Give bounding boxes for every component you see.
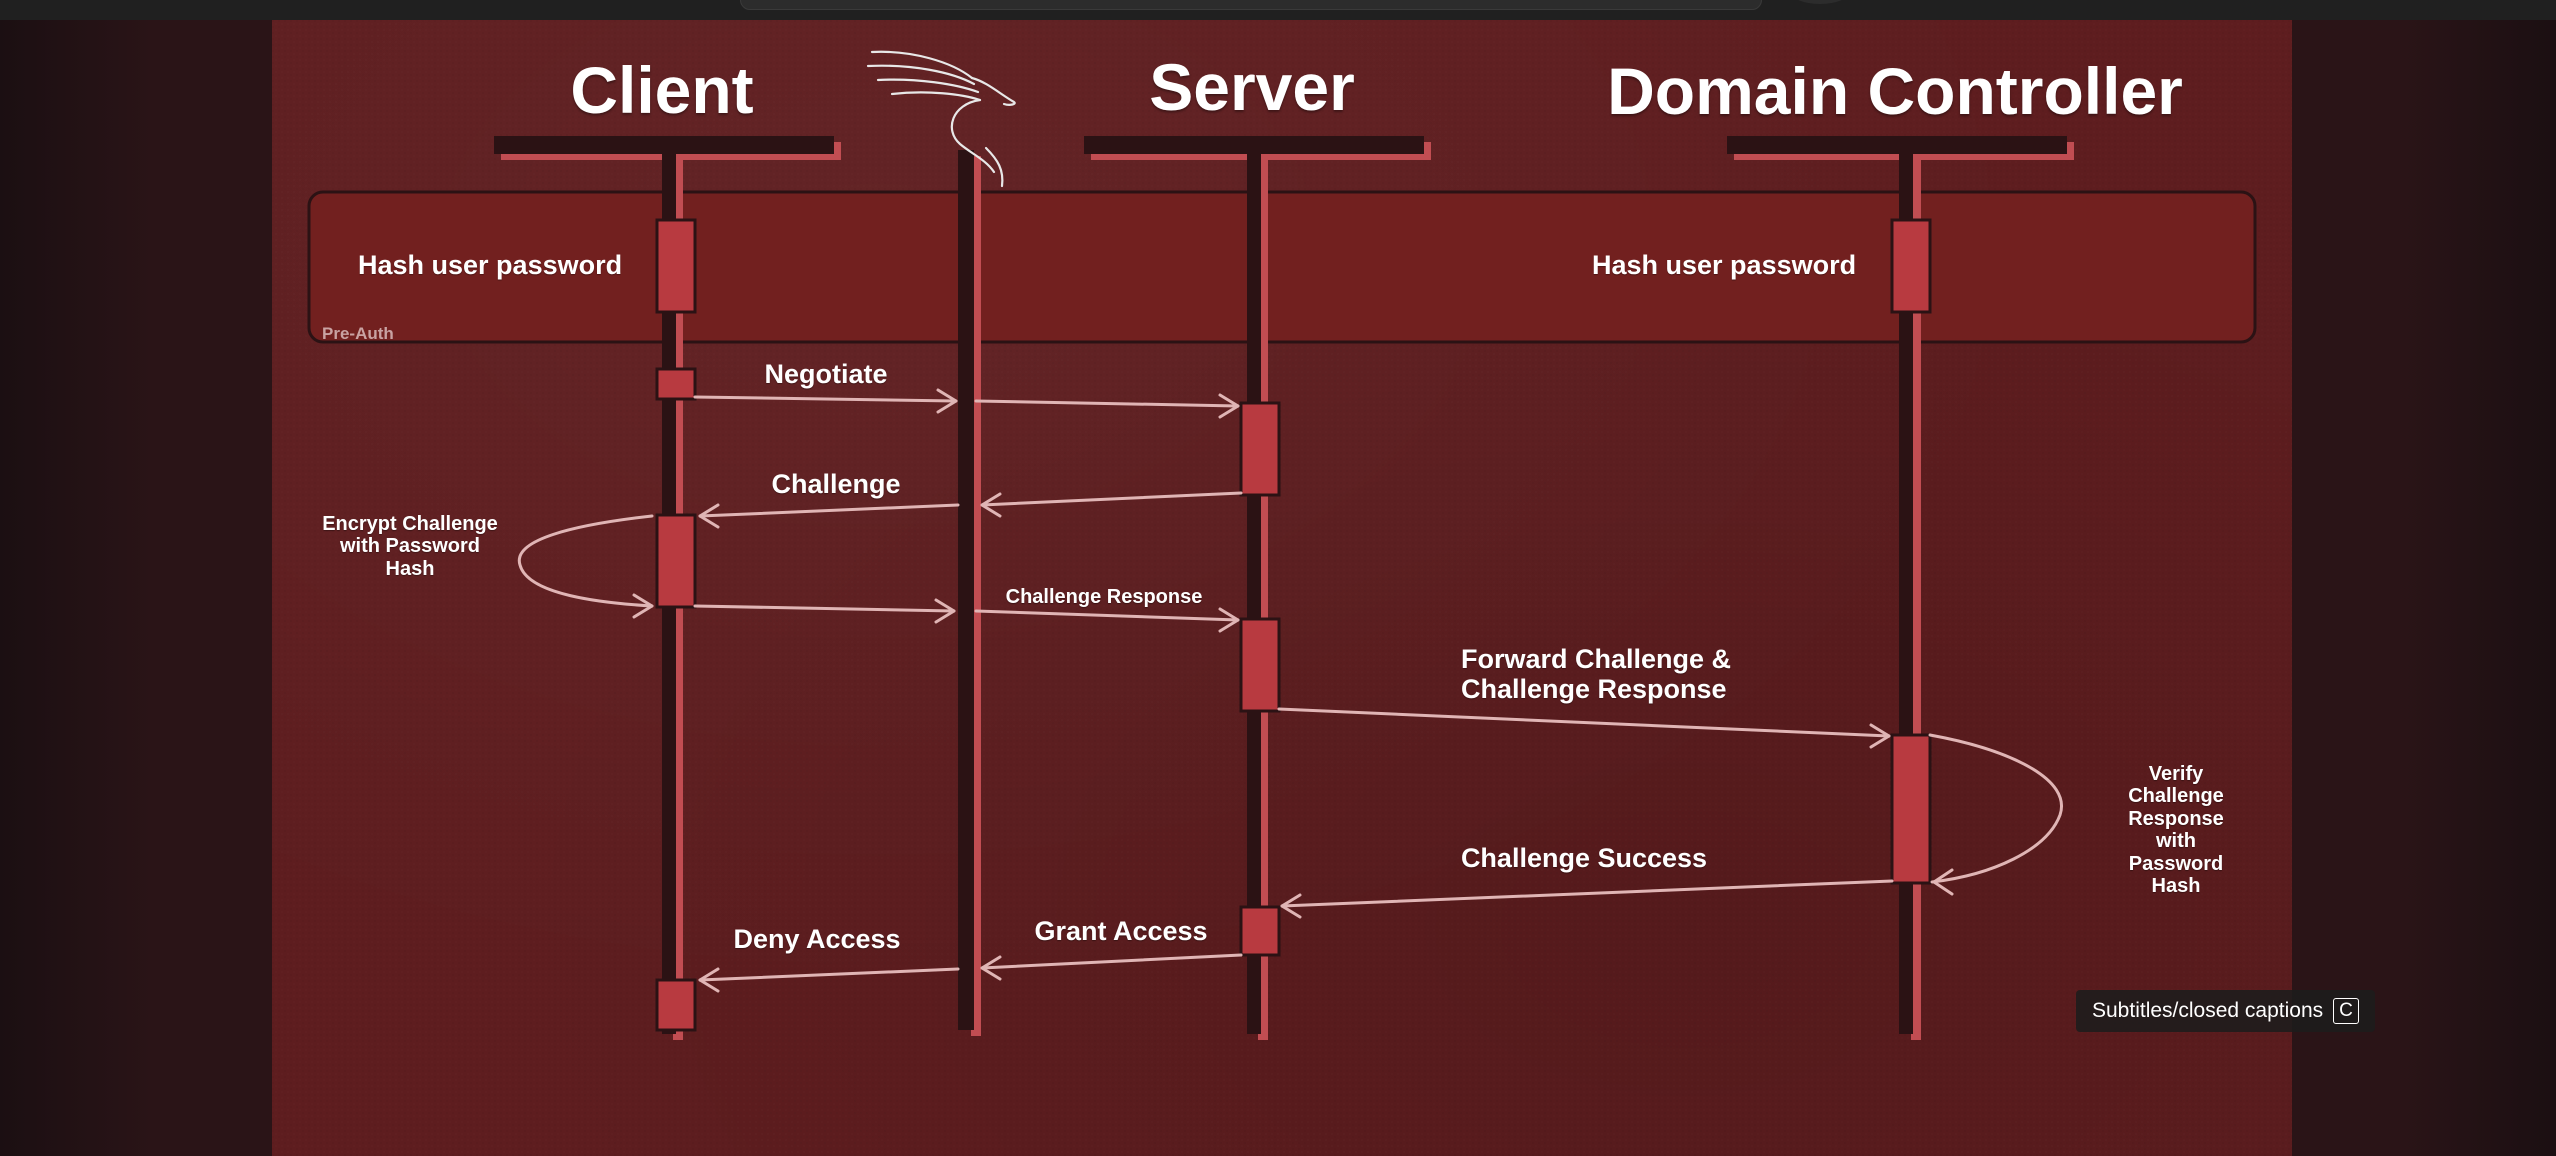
profile-button[interactable] (1790, 0, 1850, 4)
browser-top-bar (0, 0, 2556, 20)
client-title: Client (570, 53, 754, 127)
diagram-canvas (272, 20, 2292, 1156)
captions-tooltip-label: Subtitles/closed captions (2092, 999, 2324, 1022)
client-hash-note: Hash user password (358, 250, 623, 280)
challenge-label: Challenge (771, 469, 901, 499)
pre-auth-label: Pre-Auth (322, 324, 394, 343)
deny-access-label: Deny Access (733, 924, 901, 954)
server-lifeline (1084, 136, 1431, 1040)
middle-lifeline (958, 150, 981, 1036)
challenge-response-label: Challenge Response (1005, 586, 1203, 608)
encrypt-challenge-note: Encrypt Challenge with Password Hash (322, 513, 498, 580)
server-title: Server (1149, 50, 1355, 124)
grant-access-label: Grant Access (1034, 916, 1208, 946)
message-arrows (517, 388, 2063, 993)
dc-hash-note: Hash user password (1592, 250, 1857, 280)
address-bar[interactable] (740, 0, 1762, 10)
verify-challenge-note: Verify Challenge Response with Password … (2128, 763, 2224, 897)
negotiate-label: Negotiate (764, 359, 888, 389)
activation-boxes (655, 218, 1932, 1032)
pre-auth-band (307, 190, 2257, 344)
forward-challenge-label: Forward Challenge & Challenge Response (1461, 644, 1732, 705)
captions-shortcut-key: C (2333, 998, 2359, 1024)
captions-tooltip: Subtitles/closed captions C (2076, 990, 2375, 1032)
kali-dragon-icon (866, 50, 1016, 188)
challenge-success-label: Challenge Success (1460, 843, 1708, 873)
paper-texture (272, 20, 2292, 1156)
sequence-diagram-slide: Client Server Domain Controller Hash use… (272, 20, 2292, 1156)
domain-controller-title: Domain Controller (1607, 54, 2183, 128)
